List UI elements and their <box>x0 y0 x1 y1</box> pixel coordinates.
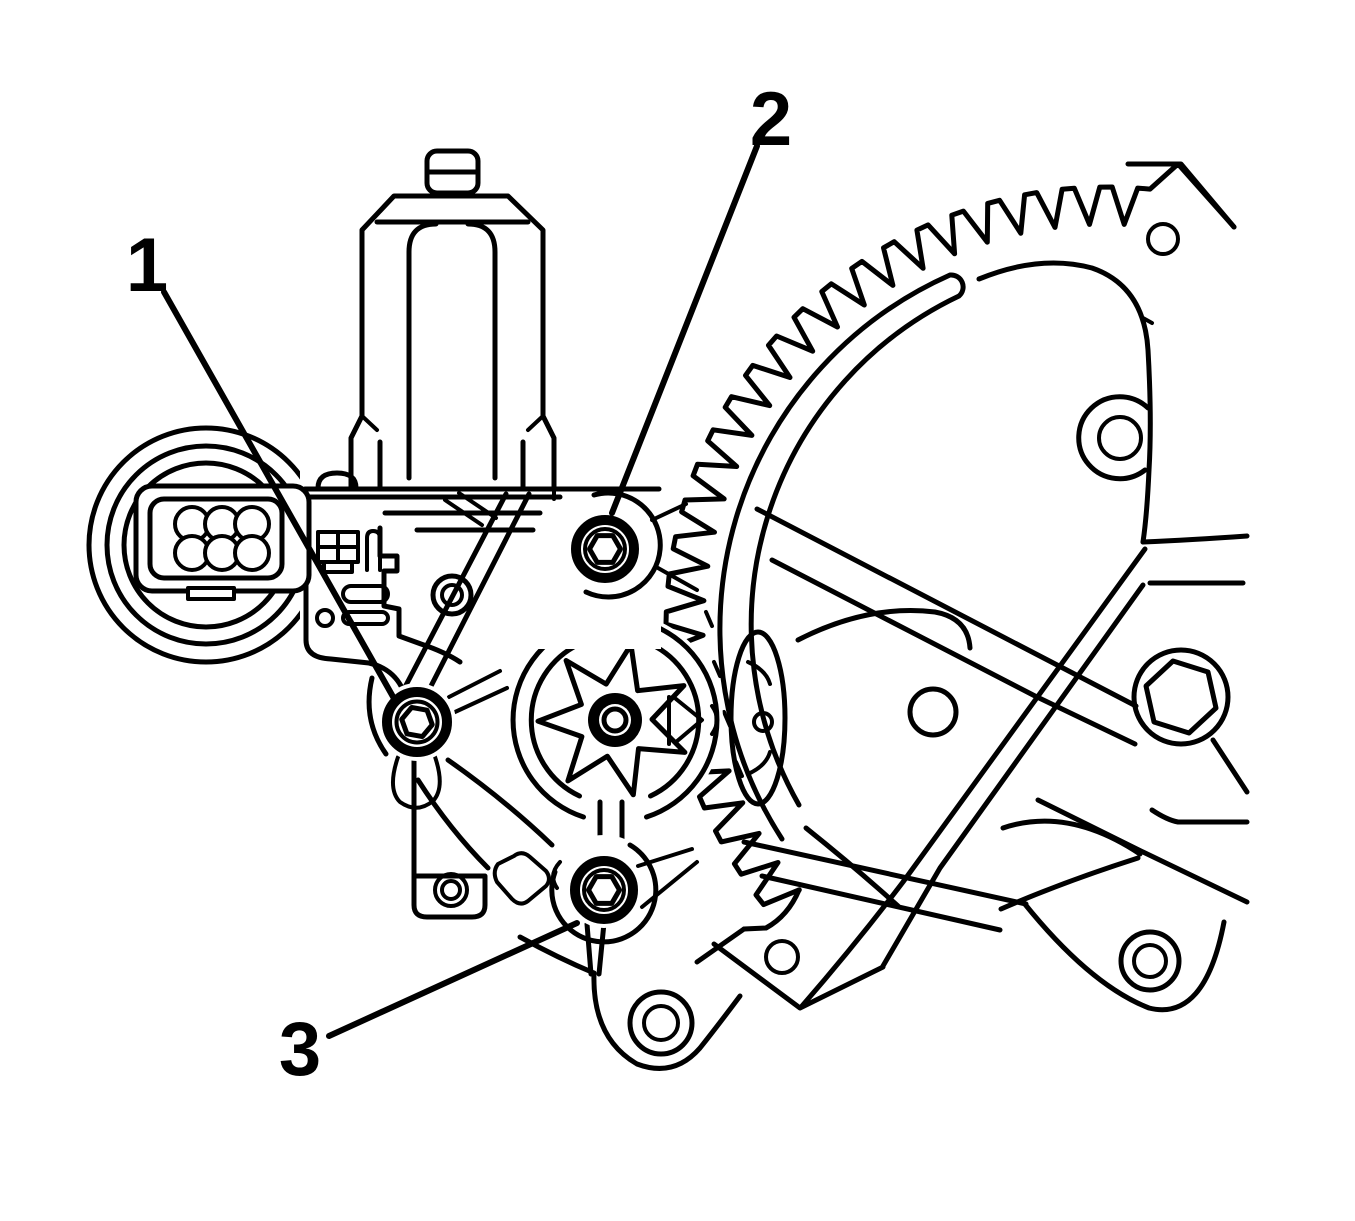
gearbox-dome-cap <box>315 470 359 491</box>
br-lug-outer <box>1118 929 1182 993</box>
ear2-arc <box>583 490 663 600</box>
lower-edge2 <box>415 777 491 871</box>
band-dashes <box>704 610 744 778</box>
screw-head-lines <box>316 530 360 564</box>
ripple-1 <box>803 825 901 909</box>
arm-lower-edge2 <box>759 873 1003 933</box>
lower-edge1 <box>445 757 555 848</box>
connector-tab <box>186 586 236 601</box>
strap-a-edge3 <box>1210 737 1250 795</box>
ripple-2 <box>1000 818 1143 857</box>
bc-pocket <box>591 970 743 1071</box>
plate-small-hole <box>907 686 959 738</box>
hex-boss-circle <box>1131 647 1231 747</box>
bc-piece <box>711 941 886 1011</box>
motor-inner-right <box>465 221 498 481</box>
pointer-arrow <box>674 697 704 744</box>
callout-3-label: 3 <box>279 1007 321 1092</box>
bolt-2 <box>567 511 643 587</box>
face-bar2 <box>341 610 390 626</box>
v-strip-right <box>427 491 532 691</box>
right-strap-top <box>1140 533 1250 545</box>
callout-2-label: 2 <box>750 77 792 162</box>
sector-hub-pod <box>728 629 788 807</box>
bolt-1 <box>378 683 456 761</box>
connector-pins <box>173 505 271 572</box>
ripple-4 <box>1035 797 1250 905</box>
pod-inner-arc2 <box>746 750 772 776</box>
foot-hole-outer <box>433 872 469 908</box>
face-bar1 <box>341 584 390 604</box>
face-boss-inner <box>440 583 464 607</box>
hub-center <box>601 706 629 734</box>
hex-boss-hex <box>1143 658 1219 736</box>
link-pad <box>492 851 551 906</box>
pointer-bracket <box>710 704 719 736</box>
callout-3-leader <box>326 920 580 1039</box>
bolt-3-hex-socket <box>586 874 622 906</box>
ripple-3 <box>998 855 1141 912</box>
bolt-2-hex-socket <box>587 533 623 565</box>
ear3-wings <box>551 847 699 909</box>
plate-top-edge <box>1125 161 1237 230</box>
motor-inner-left <box>406 221 439 481</box>
ear3-arc <box>549 842 659 945</box>
strap-b-edge1 <box>799 546 1148 1009</box>
sector-plate <box>517 161 1250 1071</box>
br-lug-inner <box>1132 943 1168 979</box>
gear-rim-band <box>717 272 966 842</box>
bc-pocket-lead <box>517 934 597 976</box>
ear2-wings <box>650 502 699 592</box>
foot-hole-inner <box>440 879 462 901</box>
bolt1-left-bulge <box>366 675 389 757</box>
callout-2-leader <box>609 143 760 516</box>
motor-flares <box>360 414 545 432</box>
bc-lug-outer <box>627 989 695 1057</box>
bc-lug-inner <box>642 1004 680 1042</box>
br-lug-pocket <box>1021 900 1227 1013</box>
bolt-3 <box>566 852 642 928</box>
gear-lower-edge <box>741 887 802 932</box>
upper-boss-hole <box>1097 415 1143 461</box>
ripple-5 <box>1149 807 1250 825</box>
bc-pocket-top <box>694 926 747 965</box>
gearbox-top-ticks <box>521 468 556 501</box>
housing-inner-right <box>648 641 702 799</box>
callout-1-label: 1 <box>126 223 168 308</box>
bolt-1-hex-socket <box>399 704 435 740</box>
strap-a-edge1 <box>754 506 1139 709</box>
upper-boss-arc <box>1076 394 1151 482</box>
strap-b-edge2 <box>880 582 1146 969</box>
housing-inner-left <box>528 641 582 799</box>
bolt1-ribs <box>447 669 509 714</box>
arm-lower-edge1 <box>741 839 1029 907</box>
face-step-outline <box>377 525 463 665</box>
guide-slot-below-bolt3 <box>584 920 607 977</box>
plate-neck-contour <box>976 260 1153 545</box>
face-ribs <box>443 491 498 527</box>
face-boss-outer <box>430 573 474 617</box>
screw-base <box>322 560 354 574</box>
callout-1-leader <box>161 289 399 705</box>
gearbox-left-edge <box>303 494 404 689</box>
callouts: 1 2 3 <box>126 77 792 1092</box>
bolt1-pedestal <box>391 752 442 810</box>
v-strip-left <box>401 491 509 692</box>
plate-top-hole <box>1146 222 1180 256</box>
face-small-hole <box>315 608 335 628</box>
cutout-hook <box>795 608 973 651</box>
bc-piece-hole <box>764 939 800 975</box>
